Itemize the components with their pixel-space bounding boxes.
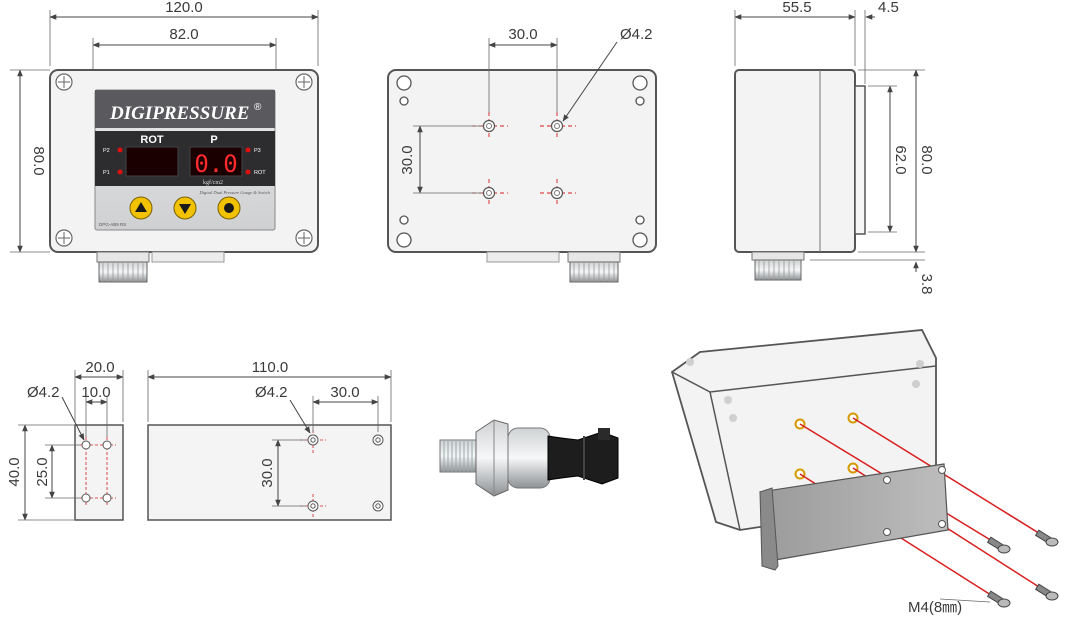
model-number: DPG-AB9 RS <box>99 222 126 227</box>
tagline: Digital Dual Pressure Gauge & Switch <box>198 190 270 195</box>
back-cable-gland <box>486 251 560 263</box>
pressure-value: 0.0 <box>194 150 237 178</box>
bracket-side-view: 20.0 10.0 Ø4.2 40.0 25.0 <box>6 359 124 521</box>
side-housing <box>734 69 856 253</box>
bracket-plate-hole-dim: Ø4.2 <box>255 384 288 401</box>
back-hole-diameter: Ø4.2 <box>620 26 653 43</box>
sensor-hex-nut <box>475 419 509 497</box>
display-right-label: P <box>210 134 217 146</box>
indicator-rot-label: ROT <box>254 170 266 176</box>
back-housing <box>387 69 657 253</box>
screw-label: M4(8㎜) <box>908 599 962 616</box>
side-pressure-fitting <box>751 251 805 281</box>
dot-icon <box>224 203 234 213</box>
indicator-p3-label: P3 <box>254 148 261 154</box>
led-p1-icon <box>117 169 123 175</box>
triangle-down-icon <box>179 204 191 214</box>
bracket-side-inner-dim: 10.0 <box>81 384 110 401</box>
back-view: 30.0 Ø4.2 30.0 <box>387 26 657 283</box>
side-flange-dim: 4.5 <box>878 0 899 16</box>
triangle-up-icon <box>135 202 147 212</box>
brand-name: DIGIPRESSURE <box>109 103 249 124</box>
unit-label: kgf/cm2 <box>203 179 223 186</box>
front-hole-spacing-dim: 82.0 <box>169 26 198 43</box>
housing-holes <box>686 358 924 422</box>
side-depth-dim: 55.5 <box>782 0 811 16</box>
side-view: 55.5 4.5 62.0 80.0 3.8 <box>734 0 935 295</box>
enter-button[interactable] <box>217 196 241 220</box>
back-hole-spacing-v: 30.0 <box>399 145 416 174</box>
pressure-display <box>189 146 243 177</box>
cable-gland <box>151 251 225 263</box>
back-corner-holes <box>396 75 648 248</box>
bracket-side-height-dim: 40.0 <box>6 457 23 486</box>
bracket-side-body <box>74 424 124 521</box>
up-button[interactable] <box>129 196 153 220</box>
corner-screw-icon <box>55 73 313 247</box>
pressure-fitting <box>96 251 150 283</box>
led-rot-icon <box>245 169 251 175</box>
indicator-p2-label: P2 <box>103 148 110 154</box>
side-flange <box>854 85 866 235</box>
bracket-side-spacing-dim: 25.0 <box>34 457 51 486</box>
side-inner-height-dim: 62.0 <box>892 145 909 174</box>
brand-mark: ® <box>254 102 262 113</box>
back-hole-spacing-h: 30.0 <box>508 26 537 43</box>
side-fitting-dim: 3.8 <box>918 274 935 295</box>
front-view: 120.0 82.0 80.0 DIGIPRESSURE ® ROT P 0.0 <box>10 0 319 283</box>
m4-screw-icon <box>986 529 1059 608</box>
bracket-plate-holes <box>307 434 384 512</box>
indicator-p1-label: P1 <box>103 170 110 176</box>
display-left-label: ROT <box>140 134 164 146</box>
bracket-side-hole-dim: Ø4.2 <box>27 384 60 401</box>
bracket-plate-length-dim: 110.0 <box>252 359 288 376</box>
display-panel <box>95 131 275 186</box>
side-height-dim: 80.0 <box>918 145 935 174</box>
bracket-plate-view: 110.0 30.0 Ø4.2 30.0 <box>147 359 392 521</box>
brand-banner <box>95 90 275 128</box>
bracket-plate-hole-spacing-h: 30.0 <box>330 384 359 401</box>
bracket-side-width-dim: 20.0 <box>85 359 114 376</box>
down-button[interactable] <box>173 196 197 220</box>
bracket-plate-body <box>147 424 392 521</box>
rot-display <box>125 146 179 177</box>
front-width-dim: 120.0 <box>165 0 203 16</box>
assembly-view: M4(8㎜) <box>670 329 1059 616</box>
bracket-side-holes <box>81 440 112 503</box>
back-pressure-fitting <box>567 251 621 283</box>
front-height-dim: 80.0 <box>30 146 47 175</box>
mount-hole-icon <box>472 112 576 207</box>
led-p3-icon <box>245 147 251 153</box>
sensor-body <box>507 427 551 489</box>
pressure-sensor <box>439 419 619 497</box>
bracket-plate-hole-spacing-v: 30.0 <box>259 458 276 487</box>
led-p2-icon <box>117 147 123 153</box>
plate-holes <box>883 466 946 536</box>
